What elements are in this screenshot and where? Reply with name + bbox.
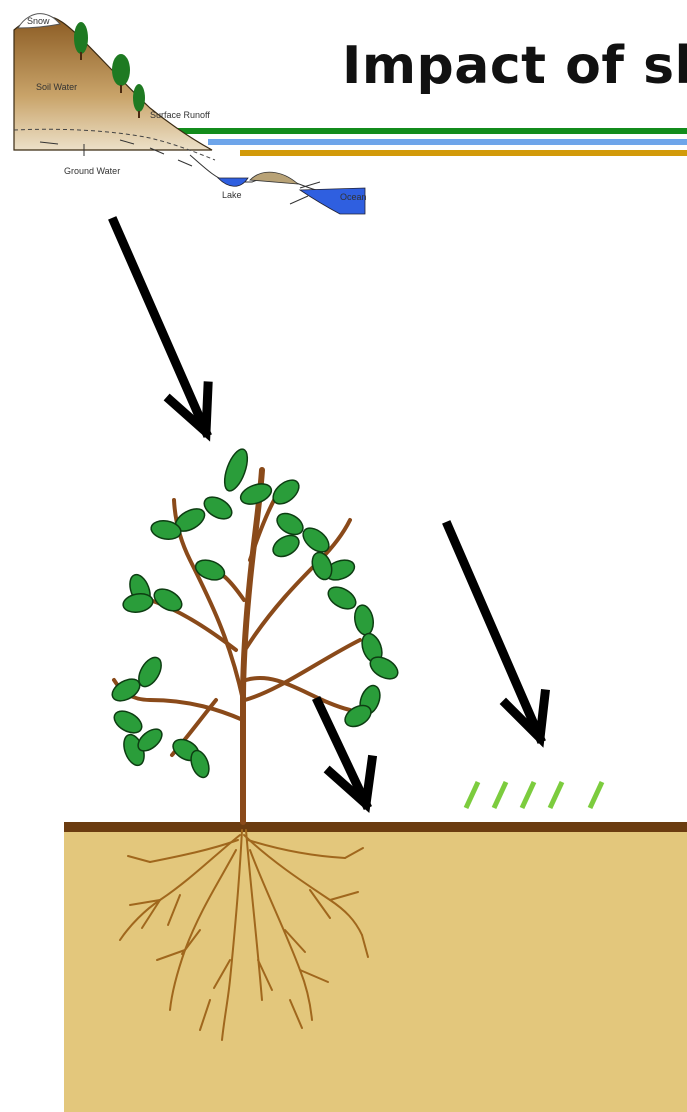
grass-sprouts <box>466 782 602 808</box>
tree-leaves <box>109 446 402 780</box>
soil-water-label: Soil Water <box>36 82 77 92</box>
lake-label: Lake <box>222 190 242 200</box>
arrows <box>114 222 545 804</box>
arrow-hydro-to-tree <box>114 222 208 432</box>
soil-block <box>64 830 687 1112</box>
tree-stems <box>114 470 360 822</box>
hydrology-thumbnail: Snow Soil Water Surface Runoff Ground Wa… <box>14 14 367 214</box>
soil-surface-line <box>64 822 687 832</box>
ocean-label: Ocean <box>340 192 367 202</box>
ground-water-label: Ground Water <box>64 166 120 176</box>
surface-runoff-label: Surface Runoff <box>150 110 210 120</box>
snow-label: Snow <box>27 16 50 26</box>
arrow-to-grass <box>448 526 545 738</box>
